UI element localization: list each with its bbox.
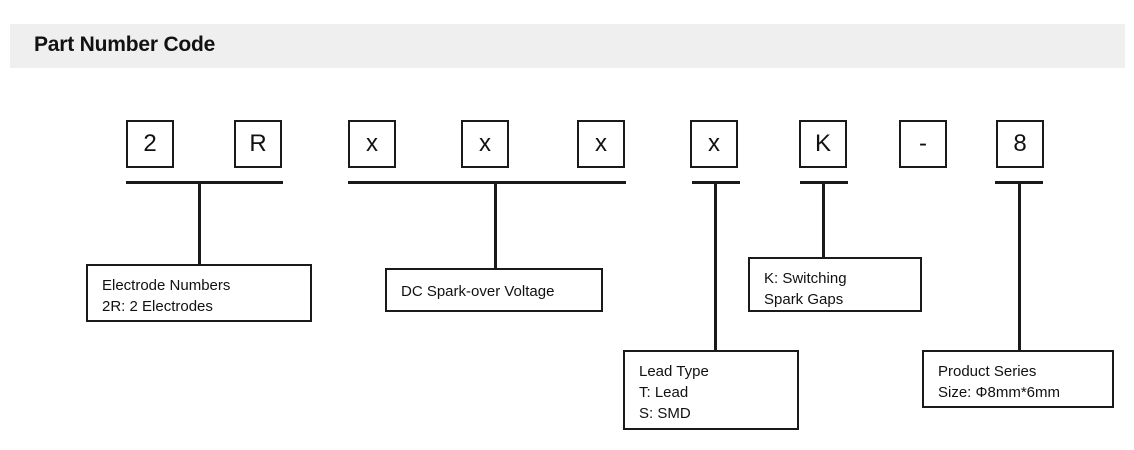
code-box-separator: - [899, 120, 947, 168]
leader-bar-electrode-numbers [126, 181, 283, 184]
callout-lead-type: Lead Type T: Lead S: SMD [623, 350, 799, 430]
drop-line-switching-spark-gaps [822, 181, 825, 257]
drop-line-dc-spark-over-voltage [494, 181, 497, 268]
leader-bar-dc-spark-over-voltage [348, 181, 626, 184]
callout-product-series: Product Series Size: Φ8mm*6mm [922, 350, 1114, 408]
drop-line-electrode-numbers [198, 181, 201, 264]
code-box-series-size: 8 [996, 120, 1044, 168]
code-box-switching: K [799, 120, 847, 168]
code-box-volt-3: x [577, 120, 625, 168]
section-header-band: Part Number Code [10, 24, 1125, 68]
code-box-letter-r: R [234, 120, 282, 168]
callout-switching-spark-gaps: K: Switching Spark Gaps [748, 257, 922, 312]
code-box-volt-1: x [348, 120, 396, 168]
code-box-lead-type: x [690, 120, 738, 168]
drop-line-product-series [1018, 181, 1021, 350]
code-box-volt-2: x [461, 120, 509, 168]
callout-electrode-numbers: Electrode Numbers 2R: 2 Electrodes [86, 264, 312, 322]
callout-dc-spark-over-voltage: DC Spark-over Voltage [385, 268, 603, 312]
code-box-digit-1: 2 [126, 120, 174, 168]
drop-line-lead-type [714, 181, 717, 350]
page-title: Part Number Code [34, 33, 216, 56]
